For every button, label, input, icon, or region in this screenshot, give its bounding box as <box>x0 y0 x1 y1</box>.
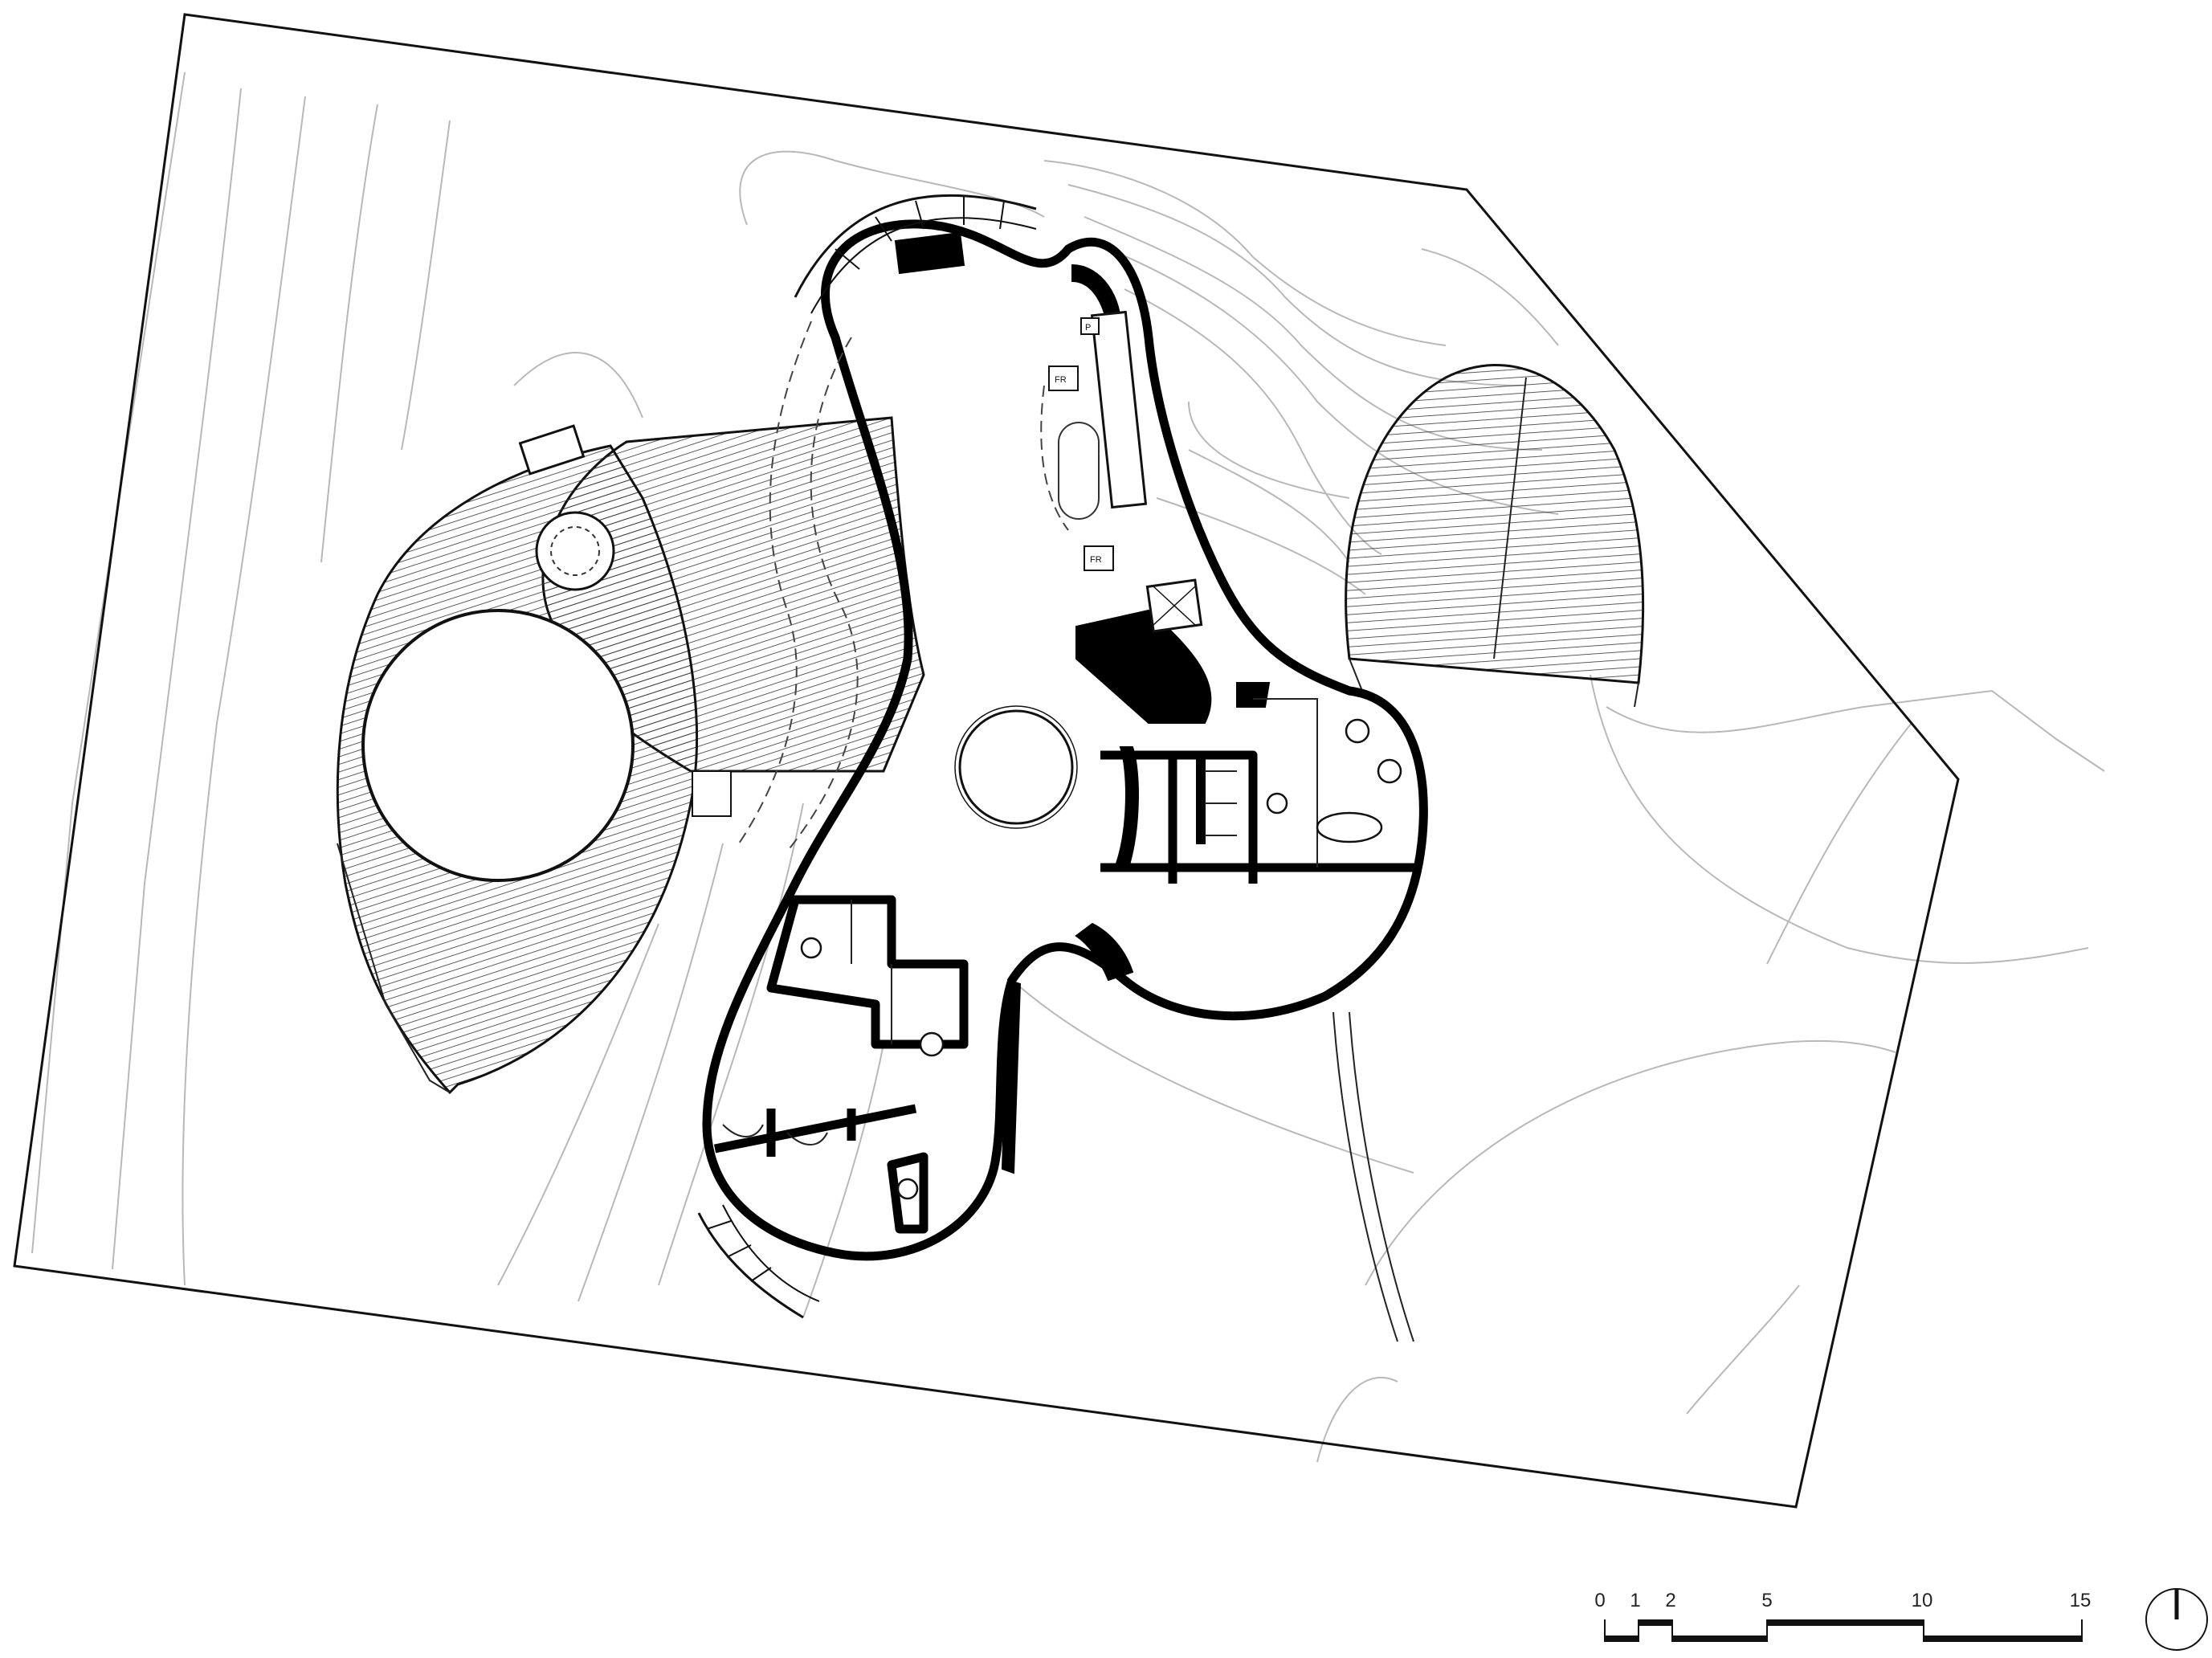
interior-partitions <box>713 310 1422 1234</box>
fridge-label-lower: FR <box>1090 555 1102 565</box>
bathtub <box>1316 811 1383 843</box>
scale-label-15: 15 <box>2070 1590 2092 1611</box>
pool <box>361 609 635 882</box>
fridge-label-upper: FR <box>1055 375 1067 385</box>
deck-pavilion <box>336 416 925 1095</box>
entry-rotunda <box>954 705 1078 829</box>
basin-east-a <box>1345 718 1370 744</box>
south-entry-steps <box>697 1204 820 1319</box>
wc-south <box>896 1178 919 1200</box>
kitchen-appliances: FR P FR <box>1048 317 1114 571</box>
carport-roof <box>1333 364 1645 1342</box>
kitchen-island <box>1058 422 1100 520</box>
scale-label-2: 2 <box>1665 1590 1675 1611</box>
house-outline <box>702 219 1428 1261</box>
scale-label-5: 5 <box>1761 1590 1772 1611</box>
wc-southwest <box>919 1031 945 1057</box>
basin-southwest <box>800 937 822 959</box>
scale-label-1: 1 <box>1630 1590 1640 1611</box>
outdoor-shower <box>518 424 586 476</box>
north-arrow-icon <box>2145 1588 2208 1651</box>
basin-east-b <box>1377 758 1402 784</box>
spa-tub <box>535 511 615 591</box>
pantry-label: P <box>1085 323 1091 333</box>
north-entry-steps <box>794 194 1037 314</box>
deck-steps <box>692 770 732 817</box>
scale-bar: 0 1 2 5 10 15 <box>1594 1590 2091 1642</box>
property-boundary <box>13 13 1960 1509</box>
wc-east <box>1266 792 1288 815</box>
scale-label-10: 10 <box>1912 1590 1933 1611</box>
scale-label-0: 0 <box>1594 1590 1605 1611</box>
